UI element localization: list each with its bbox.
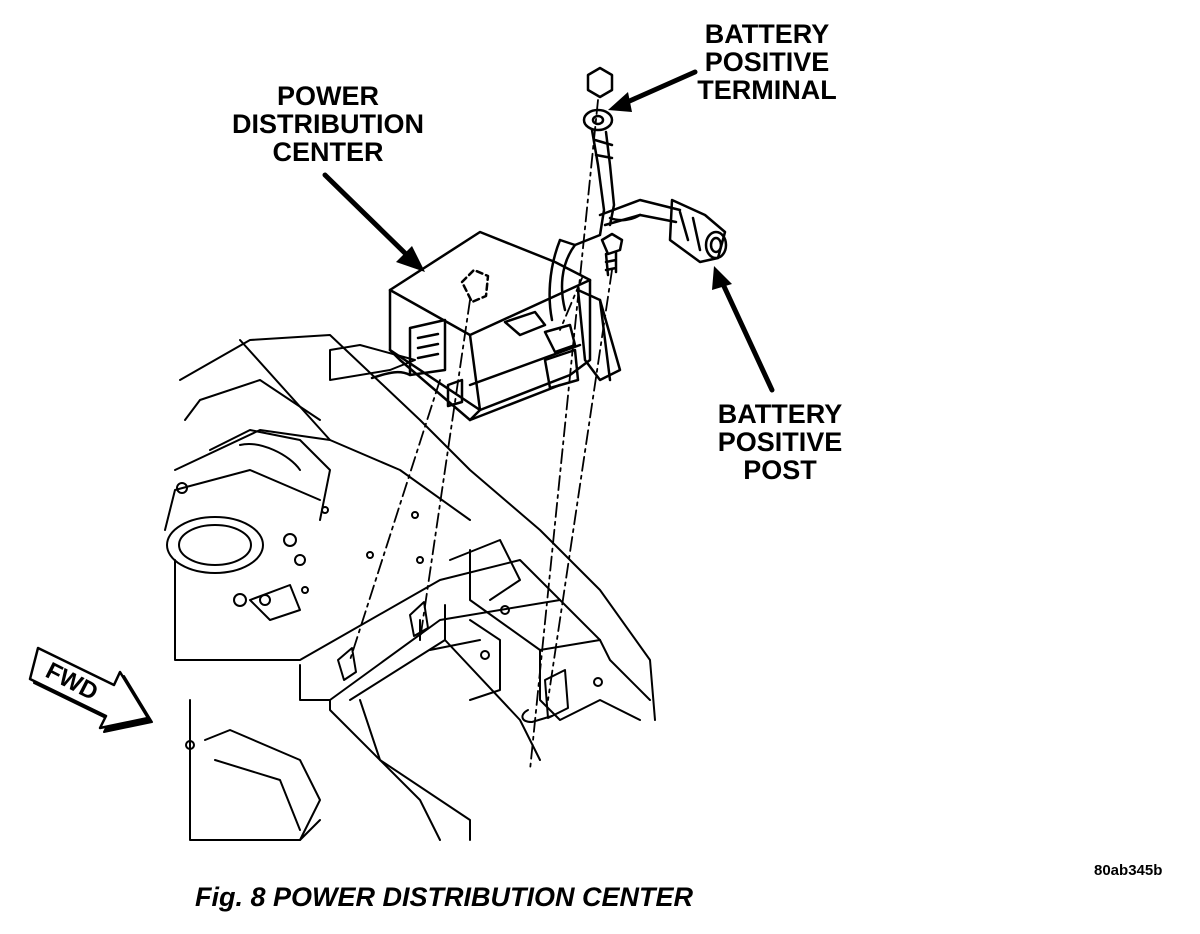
- fwd-arrow-icon: FWD: [28, 646, 153, 733]
- label-line: POWER: [276, 81, 379, 111]
- arrowheads: [396, 92, 732, 290]
- ring-terminal: [582, 108, 614, 132]
- mounting-tabs: [337, 601, 569, 723]
- label-line: CENTER: [272, 137, 384, 167]
- label-line: POSITIVE: [704, 47, 830, 77]
- arrow-to-pdc: [322, 172, 413, 261]
- alignment-lines: [349, 99, 613, 771]
- reference-code: 80ab345b: [1094, 862, 1163, 879]
- leader-arrows: [322, 69, 775, 393]
- battery-post-connector: [668, 198, 728, 264]
- terminal-nut: [586, 66, 614, 99]
- label-power-distribution-center: POWER DISTRIBUTION CENTER: [218, 82, 438, 166]
- label-battery-positive-terminal: BATTERY POSITIVE TERMINAL: [682, 20, 852, 104]
- battery-cable: [548, 66, 682, 322]
- label-battery-positive-post: BATTERY POSITIVE POST: [690, 400, 870, 484]
- label-line: TERMINAL: [697, 75, 837, 105]
- arrow-to-terminal: [622, 69, 698, 106]
- label-line: BATTERY: [704, 19, 830, 49]
- label-line: DISTRIBUTION: [232, 109, 424, 139]
- figure-caption: Fig. 8 POWER DISTRIBUTION CENTER: [195, 882, 694, 912]
- vehicle-body-structure: [164, 334, 656, 841]
- mounting-bolt: [600, 232, 624, 277]
- arrow-to-post: [719, 279, 775, 393]
- label-line: POSITIVE: [717, 427, 843, 457]
- mounting-bracket: [576, 288, 622, 382]
- label-line: BATTERY: [717, 399, 843, 429]
- label-line: POST: [743, 455, 817, 485]
